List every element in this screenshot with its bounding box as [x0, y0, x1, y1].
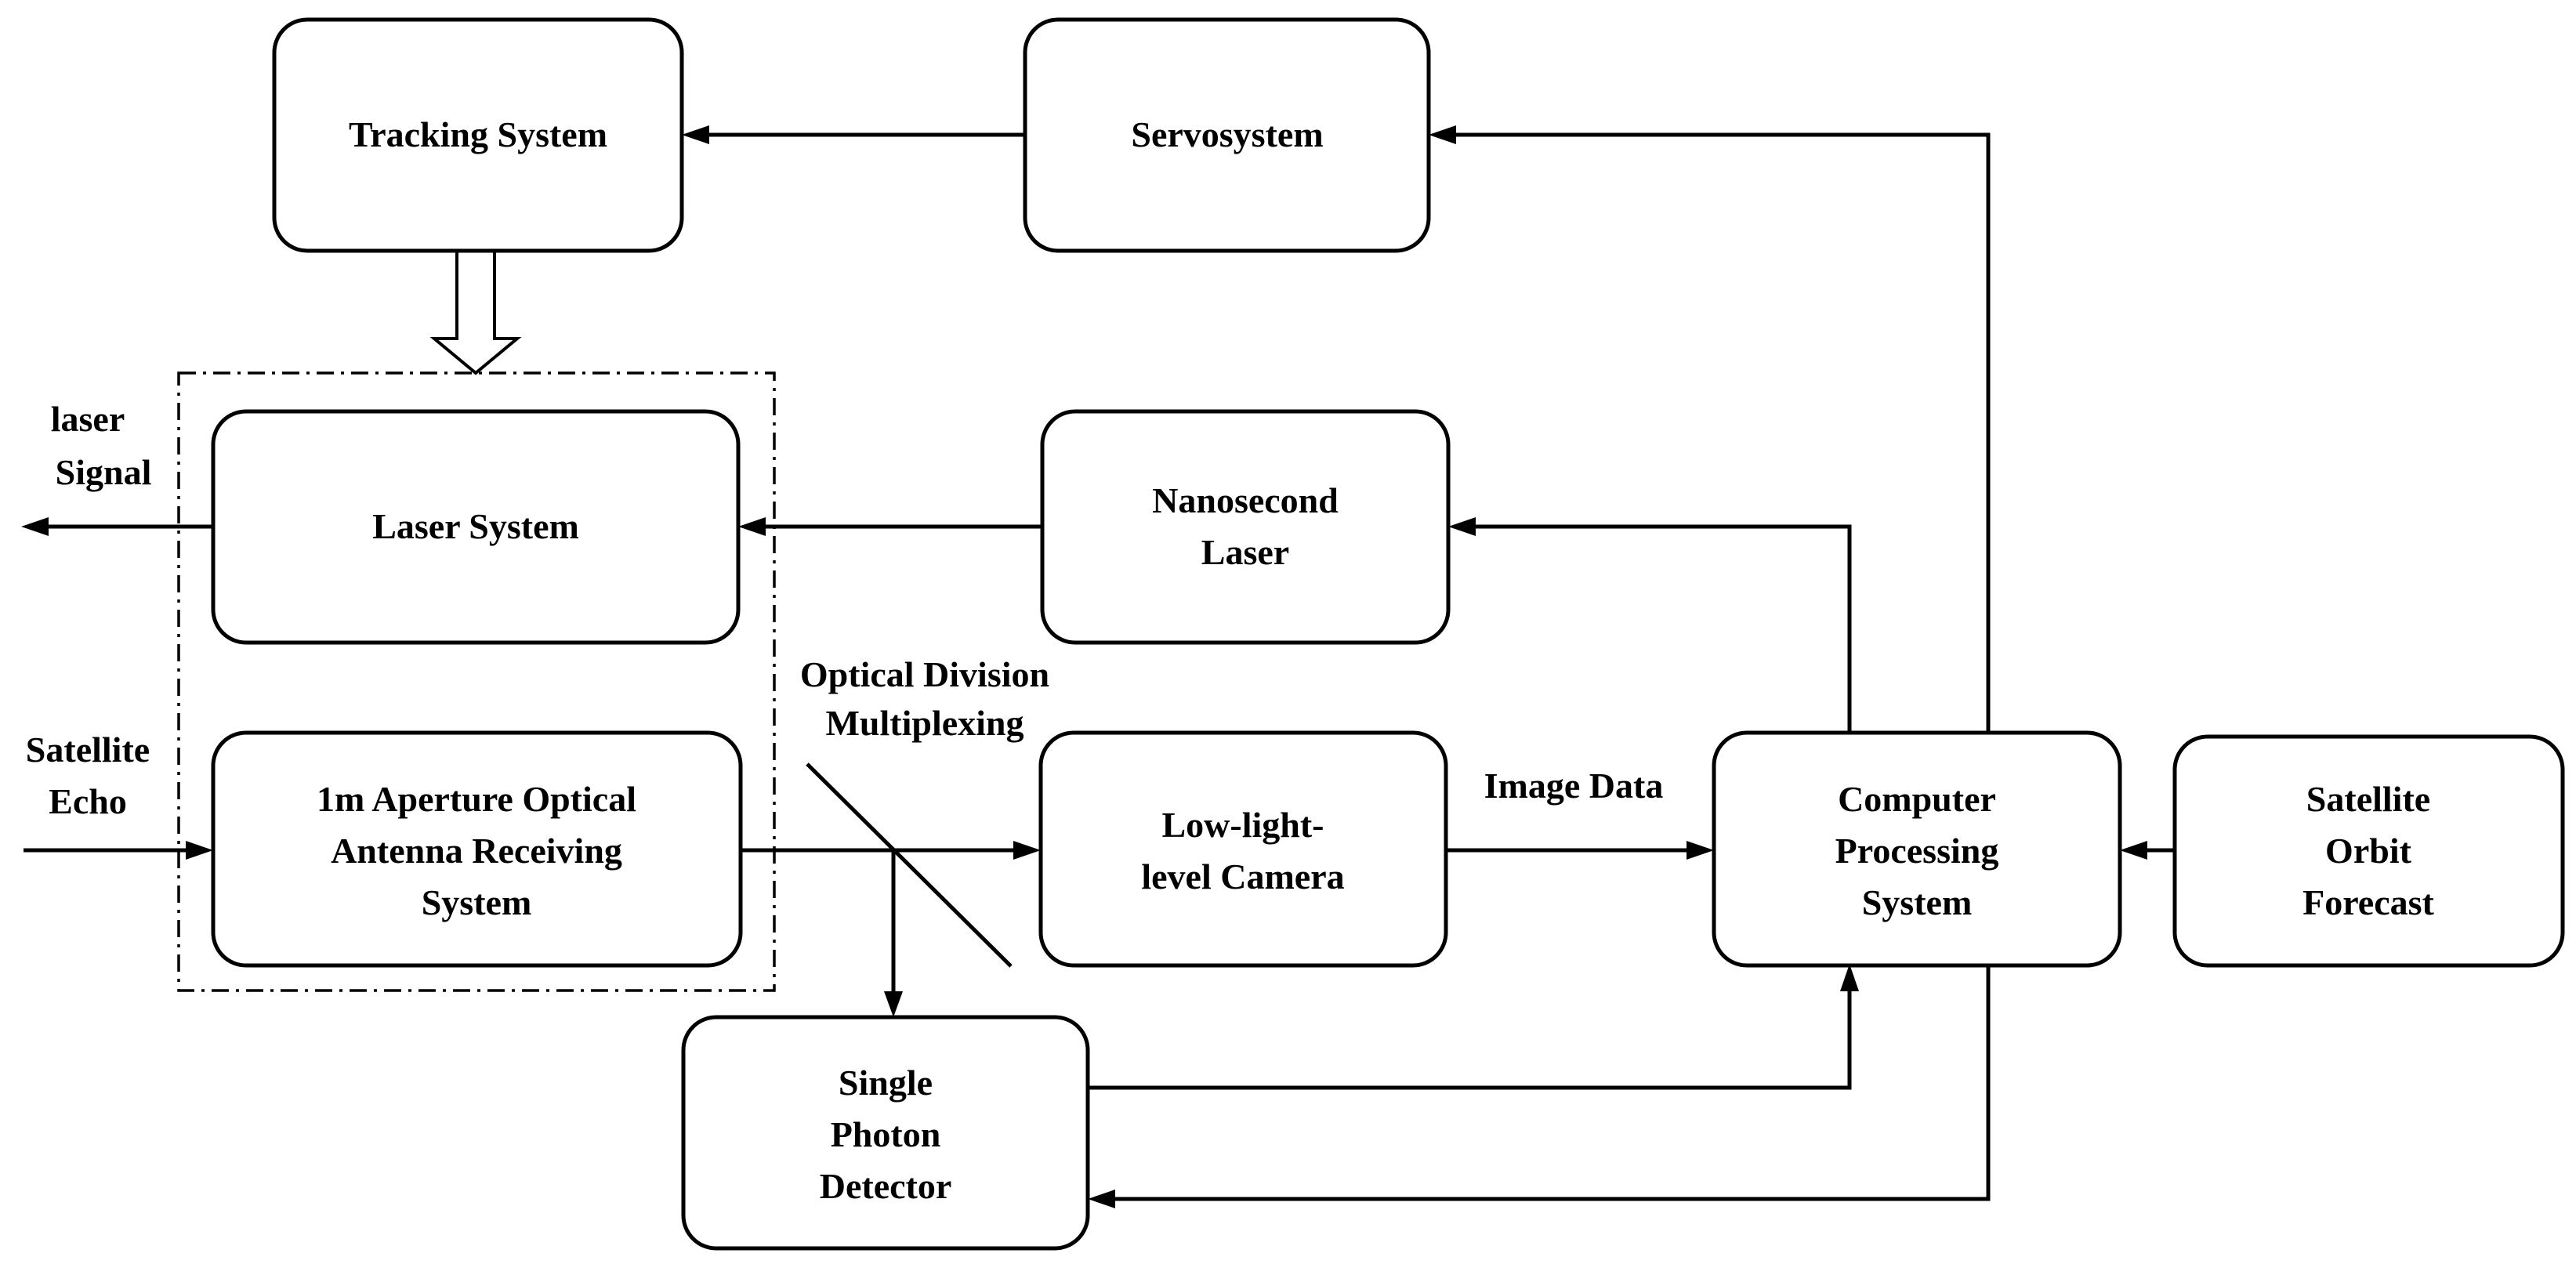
arrowhead-computer-right [2120, 841, 2147, 860]
camera-box [1038, 730, 1448, 968]
computer-label-line1: Computer [1838, 779, 1996, 819]
servosystem-label: Servosystem [1131, 114, 1323, 154]
edge-computer-to-detector [1115, 965, 1991, 1201]
nanosecond-laser-label-line2: Laser [1201, 532, 1289, 572]
hollow-down-arrow [429, 249, 522, 375]
arrowhead-camera [1013, 841, 1041, 860]
antenna-label-line2: Antenna Receiving [331, 831, 622, 871]
orbit-forecast-box [2172, 734, 2565, 968]
computer-box [1712, 730, 2122, 968]
antenna-box [211, 730, 743, 968]
beam-splitter [806, 762, 1013, 968]
optical-division-label-line1: Optical Division [800, 654, 1049, 694]
edge-computer-to-nanolaser [1476, 524, 1852, 733]
arrowhead-computer-bottom [1840, 964, 1859, 991]
orbit-forecast-label-line3: Forecast [2302, 882, 2434, 922]
satellite-echo-label-line2: Echo [49, 781, 127, 821]
satellite-echo-label-line1: Satellite [26, 730, 150, 770]
tracking-system-label: Tracking System [349, 114, 607, 154]
arrowhead-laser-signal [21, 517, 49, 536]
laser-antenna-group [177, 371, 776, 992]
arrowhead-servo [1429, 125, 1456, 144]
nanosecond-laser-label-line1: Nanosecond [1152, 480, 1339, 520]
orbit-forecast-label-line2: Orbit [2325, 831, 2412, 871]
arrowhead-detector-bottom [1088, 1190, 1115, 1208]
arrowhead-antenna [186, 841, 213, 860]
camera-label-line2: level Camera [1141, 857, 1344, 896]
photon-detector-label-line1: Single [839, 1063, 933, 1103]
arrowhead-nanolaser [1448, 517, 1476, 536]
antenna-label-line1: 1m Aperture Optical [317, 779, 636, 819]
arrowhead-laser-system [738, 517, 766, 536]
antenna-label-line3: System [422, 882, 532, 922]
computer-label-line3: System [1862, 882, 1973, 922]
arrowhead-tracking [682, 125, 709, 144]
nanosecond-laser-box [1040, 409, 1451, 645]
arrowhead-detector-top [884, 991, 903, 1017]
orbit-forecast-label-line1: Satellite [2306, 779, 2430, 819]
laser-system-label: Laser System [372, 506, 579, 546]
edge-computer-to-servo [1456, 132, 1991, 733]
photon-detector-label-line2: Photon [831, 1114, 941, 1154]
photon-detector-label-line3: Detector [820, 1166, 952, 1206]
image-data-label: Image Data [1484, 766, 1664, 806]
edge-detector-to-computer [1088, 991, 1852, 1090]
arrowhead-computer-left [1687, 841, 1714, 860]
photon-detector-box [681, 1015, 1090, 1251]
servosystem-box [1023, 17, 1431, 253]
tracking-system-box [272, 17, 684, 253]
optical-division-label-line2: Multiplexing [825, 703, 1024, 743]
camera-label-line1: Low-light- [1162, 805, 1324, 845]
computer-label-line2: Processing [1835, 831, 1999, 871]
laser-system-box [211, 409, 741, 645]
laser-signal-label-line1: laser [51, 399, 125, 439]
laser-signal-label-line2: Signal [56, 452, 152, 492]
